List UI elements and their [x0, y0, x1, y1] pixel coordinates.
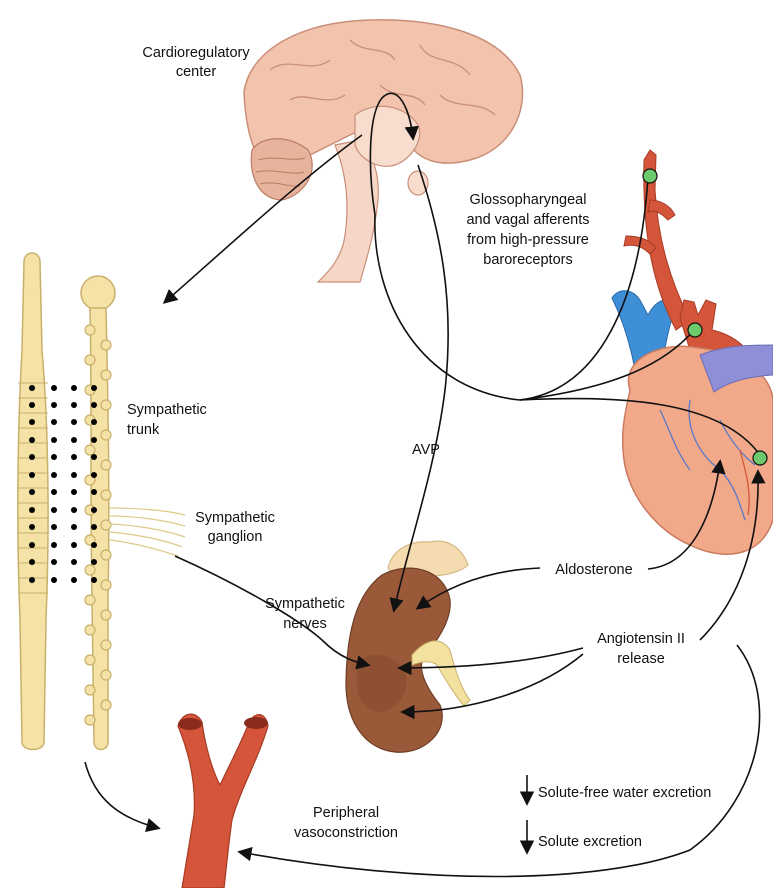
label-solute-free-water: Solute-free water excretion: [538, 785, 711, 801]
baroreceptor-aortic: [688, 323, 702, 337]
cerebellum: [251, 139, 312, 200]
label-solute-excretion: Solute excretion: [538, 834, 642, 850]
kidney-group: [346, 541, 470, 752]
diencephalon: [355, 106, 420, 166]
label-sympathetic-nerves-2: nerves: [283, 616, 327, 632]
ganglion-fibers: [110, 508, 185, 556]
afferent-carotid: [520, 177, 648, 400]
label-sympathetic-trunk-2: trunk: [127, 422, 160, 438]
baroreceptor-carotid: [643, 169, 657, 183]
label-sympathetic-ganglion-2: ganglion: [208, 529, 263, 545]
arrow-trunk-to-vessel: [85, 762, 158, 828]
spinal-structures: [18, 253, 185, 750]
label-peripheral-1: Peripheral: [313, 805, 379, 821]
peripheral-artery: [178, 714, 268, 888]
arrow-angiotensin-to-vessel: [240, 645, 760, 877]
baroreceptor-heart: [753, 451, 767, 465]
spinal-cord: [18, 253, 48, 750]
label-peripheral-2: vasoconstriction: [294, 825, 398, 841]
label-sympathetic-trunk-1: Sympathetic: [127, 402, 207, 418]
label-afferents-2: and vagal afferents: [466, 212, 589, 228]
label-aldosterone: Aldosterone: [555, 562, 632, 578]
pituitary: [408, 171, 428, 195]
label-afferents-3: from high-pressure: [467, 232, 589, 248]
label-cardioregulatory-1: Cardioregulatory: [142, 45, 250, 61]
label-afferents-1: Glossopharyngeal: [470, 192, 587, 208]
label-avp: AVP: [412, 442, 440, 458]
label-cardioregulatory-2: center: [176, 64, 216, 80]
label-angiotensin-1: Angiotensin II: [597, 631, 685, 647]
sympathetic-chain: [81, 276, 115, 750]
label-sympathetic-nerves-1: Sympathetic: [265, 596, 345, 612]
label-afferents-4: baroreceptors: [483, 252, 572, 268]
label-sympathetic-ganglion-1: Sympathetic: [195, 510, 275, 526]
label-angiotensin-2: release: [617, 651, 665, 667]
heart-group: [612, 150, 773, 554]
